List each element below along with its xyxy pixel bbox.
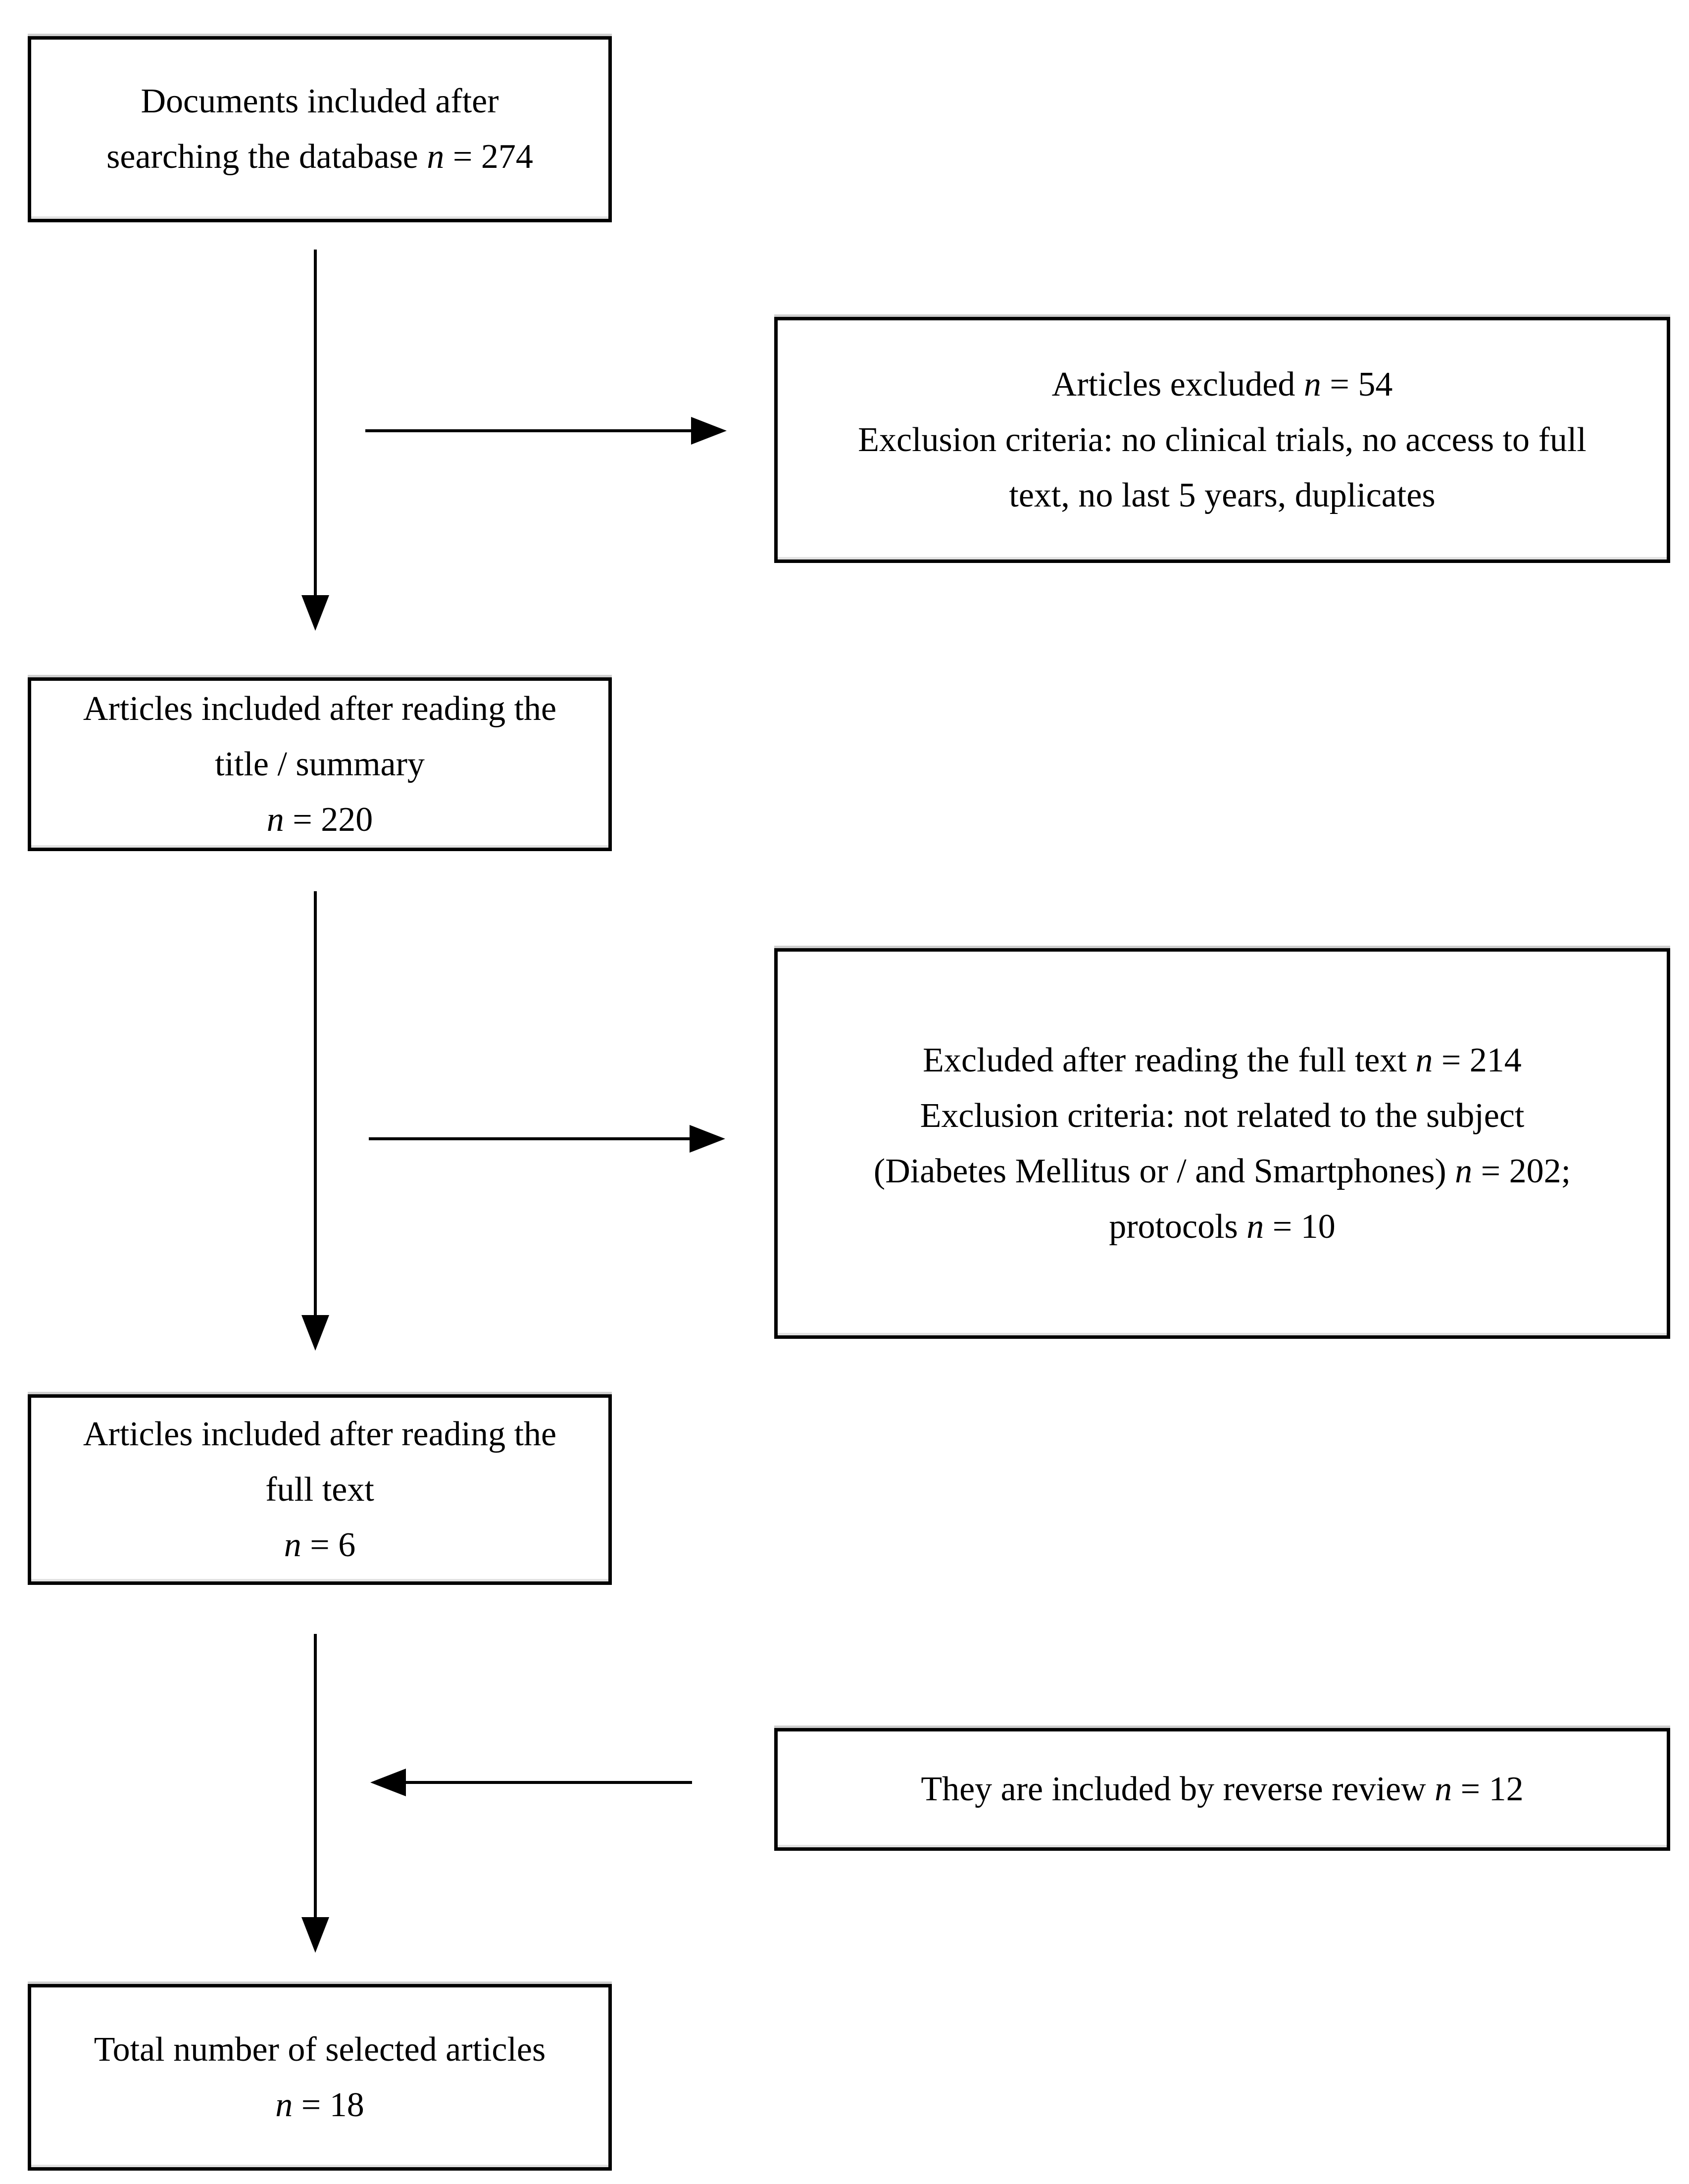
box-text-line: n = 6 <box>284 1518 355 1573</box>
arrow-right-1-shaft <box>365 429 692 432</box>
box-text-line: Exclusion criteria: no clinical trials, … <box>858 412 1586 468</box>
box-included-title-summary: Articles included after reading the titl… <box>28 677 612 851</box>
text-segment: Articles excluded <box>1051 365 1304 404</box>
text-segment: Exclusion criteria: no clinical trials, … <box>858 420 1587 459</box>
arrow-left-1-shaft <box>405 1781 692 1784</box>
box-text-line: Articles included after reading the <box>83 681 556 737</box>
text-segment: They are included by reverse review <box>921 1770 1435 1808</box>
box-articles-excluded-search: Articles excluded n = 54 Exclusion crite… <box>774 317 1670 563</box>
box-reverse-review: They are included by reverse review n = … <box>774 1728 1670 1851</box>
box-text-line: (Diabetes Mellitus or / and Smartphones)… <box>874 1144 1571 1199</box>
text-segment: = 274 <box>444 138 533 176</box>
text-segment: = 12 <box>1452 1770 1524 1808</box>
arrow-down-1-head <box>301 595 329 631</box>
box-total-selected: Total number of selected articles n = 18 <box>28 1984 612 2171</box>
arrow-down-2-shaft <box>314 891 317 1316</box>
n-variable: n <box>427 138 445 176</box>
box-included-fulltext: Articles included after reading the full… <box>28 1394 612 1585</box>
box-text-line: Exclusion criteria: not related to the s… <box>920 1088 1525 1144</box>
text-segment: Total number of selected articles <box>94 2030 546 2069</box>
text-segment: = 214 <box>1433 1041 1522 1079</box>
arrow-left-1-head <box>370 1769 406 1796</box>
box-text-line: full text <box>265 1462 374 1518</box>
text-segment: = 220 <box>284 800 373 839</box>
arrow-right-1-head <box>691 417 727 445</box>
box-text-line: Documents included after <box>141 74 498 129</box>
arrow-down-2-head <box>301 1315 329 1351</box>
text-segment: = 54 <box>1321 365 1393 404</box>
text-segment: = 18 <box>293 2085 364 2124</box>
text-segment: = 202; <box>1472 1152 1571 1190</box>
arrow-down-3-shaft <box>314 1634 317 1918</box>
text-segment: = 10 <box>1264 1207 1336 1246</box>
box-text-line: protocols n = 10 <box>1109 1199 1336 1255</box>
n-variable: n <box>1303 365 1321 404</box>
text-segment: Documents included after <box>141 82 499 120</box>
box-text-line: title / summary <box>215 737 425 792</box>
n-variable: n <box>1246 1207 1264 1246</box>
n-variable: n <box>266 800 284 839</box>
box-text-line: n = 220 <box>267 792 373 848</box>
box-text-line: Total number of selected articles <box>94 2022 546 2078</box>
text-segment: = 6 <box>301 1525 356 1564</box>
text-segment: Excluded after reading the full text <box>923 1041 1416 1079</box>
arrow-down-3-head <box>301 1917 329 1953</box>
text-segment: Exclusion criteria: not related to the s… <box>920 1096 1525 1135</box>
text-segment: text, no last 5 years, duplicates <box>1009 476 1436 514</box>
arrow-right-2-head <box>690 1125 725 1153</box>
box-excluded-fulltext: Excluded after reading the full text n =… <box>774 948 1670 1339</box>
n-variable: n <box>284 1525 301 1564</box>
text-segment: searching the database <box>106 138 427 176</box>
text-segment: Articles included after reading the <box>83 1415 557 1453</box>
box-text-line: Articles included after reading the <box>83 1407 556 1462</box>
n-variable: n <box>275 2085 293 2124</box>
box-text-line: searching the database n = 274 <box>106 129 533 185</box>
box-documents-included: Documents included after searching the d… <box>28 36 612 222</box>
text-segment: (Diabetes Mellitus or / and Smartphones) <box>873 1152 1455 1190</box>
text-segment: protocols <box>1109 1207 1247 1246</box>
box-text-line: They are included by reverse review n = … <box>921 1762 1523 1817</box>
box-text-line: Articles excluded n = 54 <box>1052 357 1393 412</box>
box-text-line: n = 18 <box>275 2078 364 2133</box>
text-segment: title / summary <box>215 745 425 783</box>
arrow-right-2-shaft <box>369 1137 691 1140</box>
n-variable: n <box>1415 1041 1433 1079</box>
text-segment: Articles included after reading the <box>83 689 557 728</box>
box-text-line: text, no last 5 years, duplicates <box>1009 468 1435 523</box>
arrow-down-1-shaft <box>314 250 317 596</box>
n-variable: n <box>1435 1770 1452 1808</box>
n-variable: n <box>1455 1152 1473 1190</box>
text-segment: full text <box>265 1470 374 1509</box>
box-text-line: Excluded after reading the full text n =… <box>923 1033 1522 1088</box>
